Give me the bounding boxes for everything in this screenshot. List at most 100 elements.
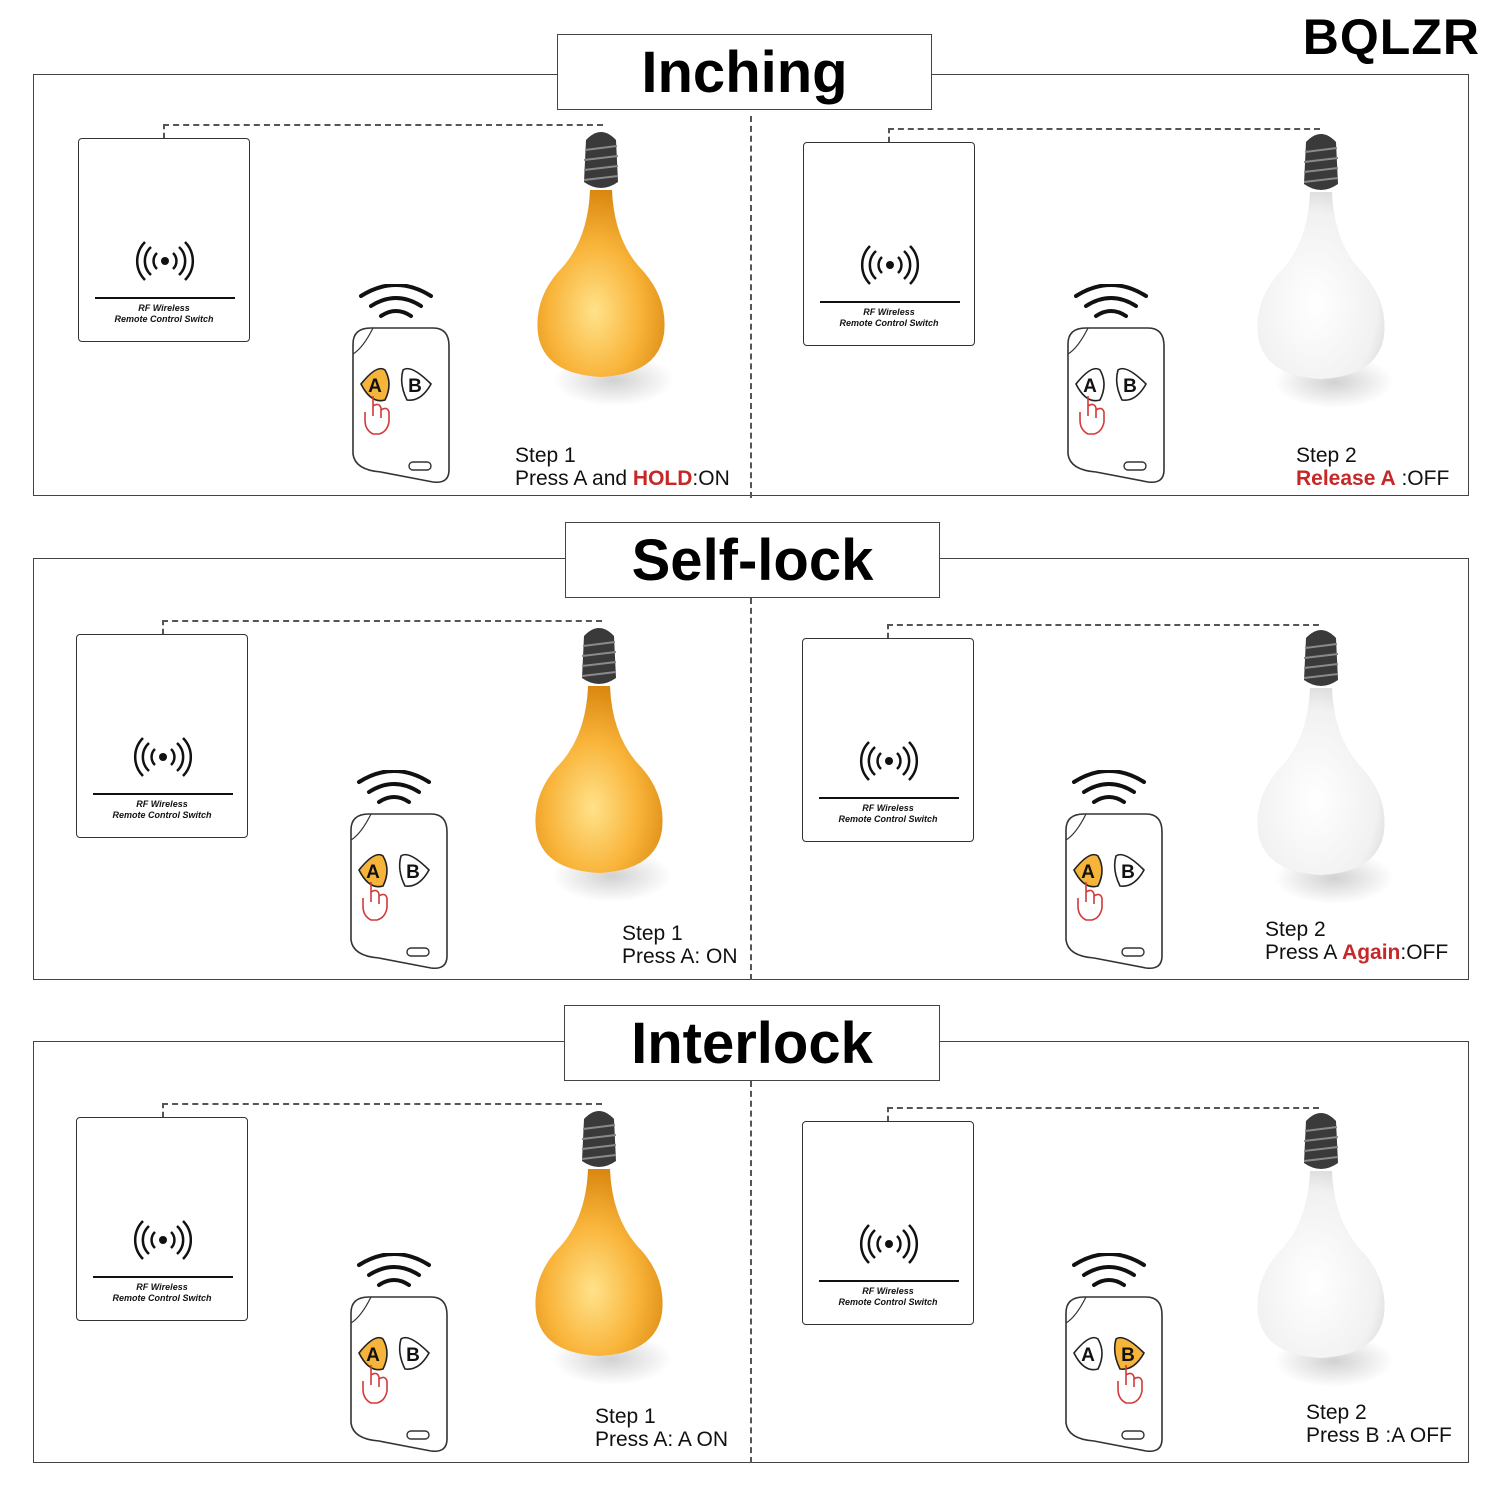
light-bulb-icon <box>1257 630 1394 904</box>
module-divider-line <box>819 797 959 799</box>
section-title: Self-lock <box>565 522 940 598</box>
remote-control: A B <box>1065 1253 1163 1453</box>
module-label-line2: Remote Control Switch <box>839 318 939 328</box>
button-b-label: B <box>406 862 420 883</box>
step-label: Step 2 <box>1296 444 1357 467</box>
rf-signal-icon <box>135 241 195 281</box>
step-text: Press A: A ON <box>595 1428 729 1451</box>
remote-button-a[interactable]: A <box>358 1336 388 1371</box>
rf-switch-module: RF Wireless Remote Control Switch <box>802 638 974 842</box>
wire <box>887 624 889 638</box>
button-a-label: A <box>1081 862 1095 883</box>
finger-press-icon <box>1077 882 1103 921</box>
remote-button-a[interactable]: A <box>358 853 388 888</box>
finger-press-icon <box>362 882 388 921</box>
wire <box>163 124 603 126</box>
finger-press-icon <box>1079 396 1105 435</box>
light-bulb-icon <box>1257 1113 1394 1387</box>
step-label: Step 1 <box>515 444 576 467</box>
step-result: :OFF <box>1395 467 1450 490</box>
remote-button-b[interactable]: B <box>1113 853 1145 887</box>
remote-button-b[interactable]: B <box>400 367 432 401</box>
rf-signal-icon <box>133 1220 193 1260</box>
step-panel-left: RF Wireless Remote Control Switch A B <box>33 558 753 980</box>
step-highlight: HOLD <box>632 467 693 490</box>
step-instruction: Step 2 Press B :A OFF <box>1306 1401 1452 1447</box>
rf-signal-icon <box>859 741 919 781</box>
remote-button-b[interactable]: B <box>398 853 430 887</box>
light-bulb-icon <box>537 132 674 406</box>
module-divider-line <box>93 793 233 795</box>
finger-press-icon <box>364 396 390 435</box>
light-bulb-icon <box>535 628 672 902</box>
remote-control: A B <box>1065 770 1163 970</box>
step-highlight: Release A <box>1296 467 1396 490</box>
button-a-label: A <box>1083 376 1097 397</box>
step-instruction: Step 2 Press A Again:OFF <box>1265 918 1448 964</box>
step-action: Press A: ON <box>622 945 738 968</box>
panel-divider <box>750 116 752 498</box>
module-label-line1: RF Wireless <box>862 803 914 813</box>
section-inching: Inching RF Wireless Remote Control Switc… <box>0 0 1500 500</box>
button-b-label: B <box>1123 376 1137 397</box>
wire <box>888 128 890 142</box>
rf-switch-module: RF Wireless Remote Control Switch <box>78 138 250 342</box>
module-label-line1: RF Wireless <box>862 1286 914 1296</box>
module-label-line2: Remote Control Switch <box>112 1293 212 1303</box>
remote-button-b[interactable]: B <box>1115 367 1147 401</box>
rf-switch-module: RF Wireless Remote Control Switch <box>76 634 248 838</box>
wireless-signal-icon <box>359 284 433 318</box>
step-action: Press B :A OFF <box>1306 1424 1452 1447</box>
module-label-line1: RF Wireless <box>863 307 915 317</box>
wireless-signal-icon <box>1072 1253 1146 1287</box>
wire <box>887 1107 1319 1109</box>
module-label: RF Wireless Remote Control Switch <box>804 307 974 329</box>
step-panel-right: RF Wireless Remote Control Switch A B <box>758 1041 1478 1463</box>
module-divider-line <box>820 301 960 303</box>
wire <box>887 624 1319 626</box>
remote-button-b[interactable]: B <box>1113 1336 1145 1370</box>
module-label: RF Wireless Remote Control Switch <box>77 1282 247 1304</box>
finger-press-icon <box>362 1365 388 1404</box>
wire <box>888 128 1320 130</box>
step-label: Step 1 <box>622 922 683 945</box>
wire <box>162 620 164 634</box>
wireless-signal-icon <box>1074 284 1148 318</box>
wire <box>162 620 602 622</box>
wire <box>887 1107 889 1121</box>
remote-button-b[interactable]: B <box>398 1336 430 1370</box>
remote-button-a[interactable]: A <box>1073 1336 1103 1371</box>
button-a-label: A <box>1081 1345 1095 1366</box>
module-label-line1: RF Wireless <box>136 1282 188 1292</box>
module-label-line1: RF Wireless <box>138 303 190 313</box>
section-title: Interlock <box>564 1005 940 1081</box>
module-label: RF Wireless Remote Control Switch <box>77 799 247 821</box>
rf-switch-module: RF Wireless Remote Control Switch <box>803 142 975 346</box>
remote-button-a[interactable]: A <box>360 367 390 402</box>
module-label-line1: RF Wireless <box>136 799 188 809</box>
rf-switch-module: RF Wireless Remote Control Switch <box>76 1117 248 1321</box>
rf-signal-icon <box>860 245 920 285</box>
module-divider-line <box>95 297 235 299</box>
module-label-line2: Remote Control Switch <box>112 810 212 820</box>
step-panel-left: RF Wireless Remote Control Switch A B <box>33 74 753 496</box>
brand-logo: BQLZR <box>1302 9 1480 65</box>
step-text: Press A and <box>515 467 633 490</box>
step-instruction: Step 2 Release A :OFF <box>1296 444 1449 490</box>
module-divider-line <box>819 1280 959 1282</box>
panel-divider <box>750 1081 752 1463</box>
rf-switch-module: RF Wireless Remote Control Switch <box>802 1121 974 1325</box>
remote-button-a[interactable]: A <box>1073 853 1103 888</box>
module-label: RF Wireless Remote Control Switch <box>803 803 973 825</box>
step-result: :ON <box>692 467 730 490</box>
button-a-label: A <box>366 862 380 883</box>
remote-button-a[interactable]: A <box>1075 367 1105 402</box>
step-panel-right: RF Wireless Remote Control Switch A B <box>758 558 1478 980</box>
button-b-label: B <box>1121 862 1135 883</box>
section-title: Inching <box>557 34 932 110</box>
finger-press-icon <box>1117 1365 1143 1404</box>
step-panel-left: RF Wireless Remote Control Switch A B <box>33 1041 753 1463</box>
step-panel-right: RF Wireless Remote Control Switch A B <box>758 74 1478 496</box>
button-a-label: A <box>366 1345 380 1366</box>
